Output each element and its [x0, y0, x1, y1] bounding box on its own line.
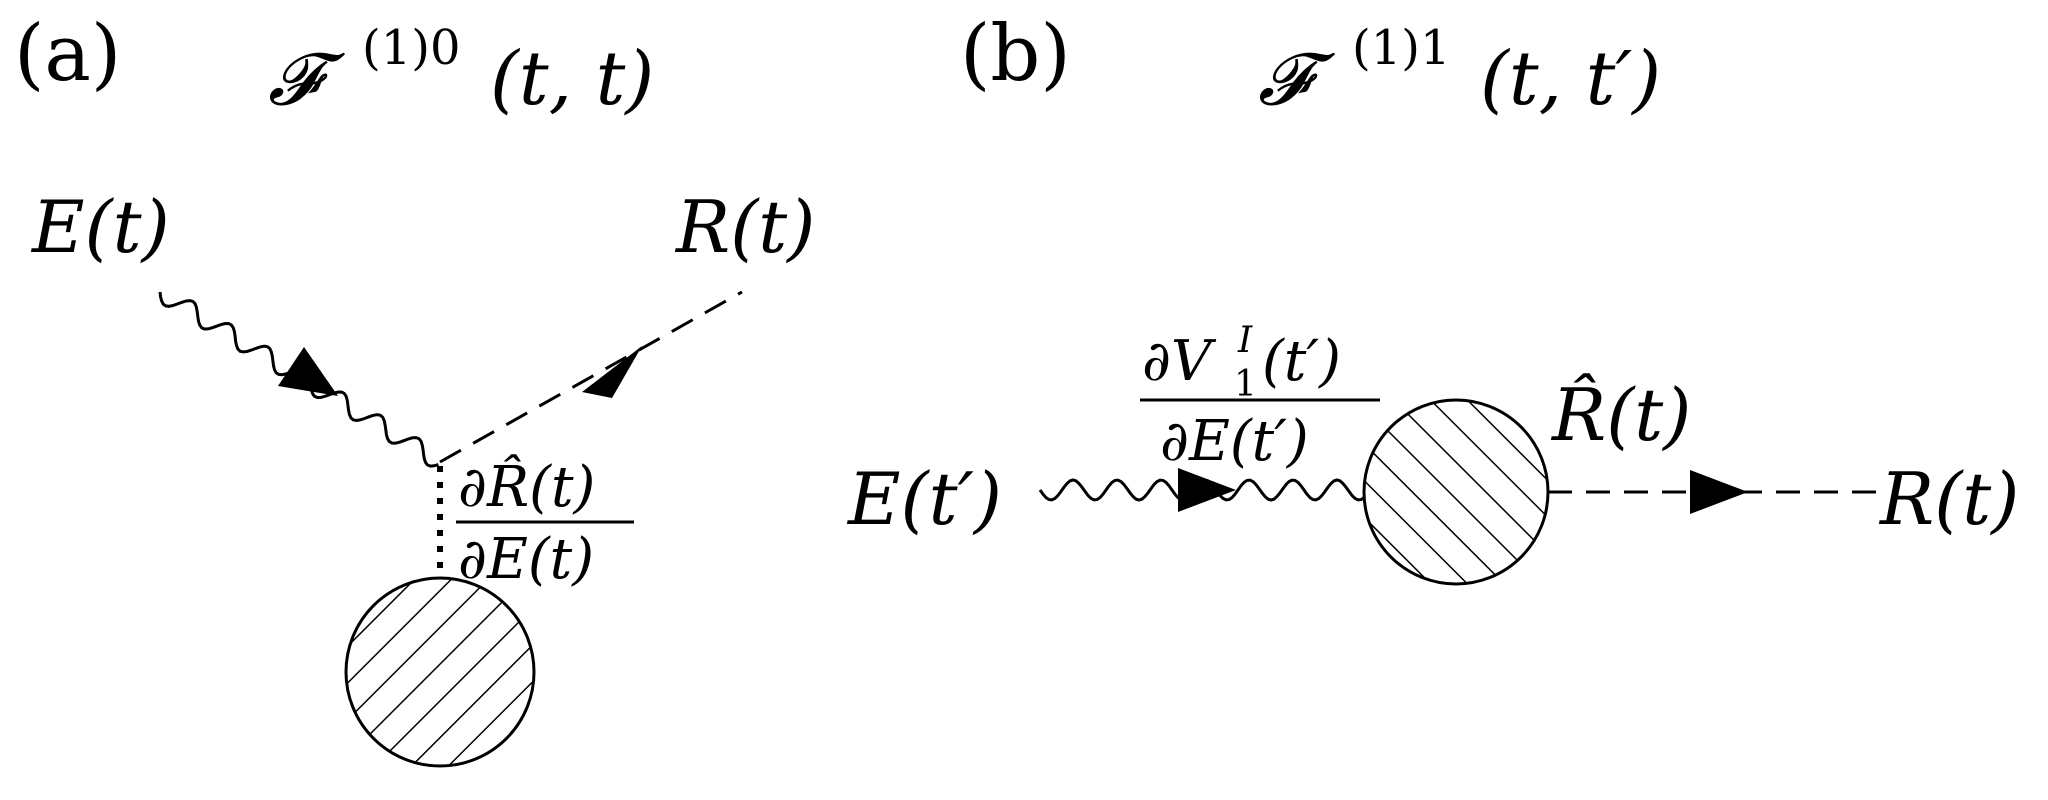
svg-text:∂V: ∂V: [1142, 329, 1217, 394]
panel-a-dashed-response-line: [439, 290, 743, 464]
panel-a-title: 𝓕 (1)0 (t, t): [268, 20, 654, 122]
panel-b-frac-denominator: ∂E(t′): [1160, 409, 1309, 474]
panel-b-frac-num-main: ∂V: [1142, 329, 1217, 394]
panel-b-dashed-arrow: [1690, 470, 1748, 514]
panel-b-hatched-blob: [1362, 398, 1550, 586]
panel-b-input-label: E(t′): [846, 457, 1002, 541]
panel-a-hatched-blob: [344, 576, 536, 768]
panel-a-label: (a): [14, 9, 121, 99]
panel-b-blob-label: R̂(t): [1550, 372, 1691, 457]
panel-b-title: 𝓕 (1)1 (t, t′): [1258, 20, 1661, 122]
panel-b-output-label: R(t): [1878, 457, 2019, 541]
panel-a-frac-numerator: ∂R̂(t): [458, 453, 595, 520]
panel-a-title-args: (t, t): [490, 36, 654, 122]
panel-b-label: (b): [960, 9, 1071, 99]
panel-b-wavy-arrow: [1178, 468, 1236, 512]
panel-b-title-sup: (1)1: [1352, 20, 1451, 76]
panel-b-title-symbol: 𝓕: [1258, 37, 1336, 121]
panel-a: (a) 𝓕 (1)0 (t, t) E(t) R(t) ∂R̂(t) ∂E(t): [14, 9, 815, 768]
panel-a-input-label: E(t): [30, 185, 170, 269]
panel-b-title-args: (t, t′): [1480, 36, 1661, 122]
panel-b: (b) 𝓕 (1)1 (t, t′) E(t′) ∂V I 1 (t′) ∂E(…: [846, 9, 2019, 586]
panel-b-frac-num-sup: I: [1237, 320, 1253, 361]
panel-a-output-label: R(t): [674, 185, 815, 269]
panel-a-frac-denominator: ∂E(t): [458, 527, 594, 592]
panel-a-dashed-arrow: [582, 346, 642, 398]
panel-b-frac-num-args: (t′): [1262, 329, 1341, 394]
panel-b-frac-num-sub: 1: [1234, 364, 1257, 405]
panel-a-title-symbol: 𝓕: [268, 37, 346, 121]
panel-a-title-sup: (1)0: [362, 20, 461, 76]
panel-b-vertex-fraction: ∂V I 1 (t′) ∂E(t′): [1140, 320, 1380, 474]
panel-a-vertex-fraction: ∂R̂(t) ∂E(t): [456, 453, 634, 592]
panel-a-wavy-arrow: [278, 347, 338, 396]
